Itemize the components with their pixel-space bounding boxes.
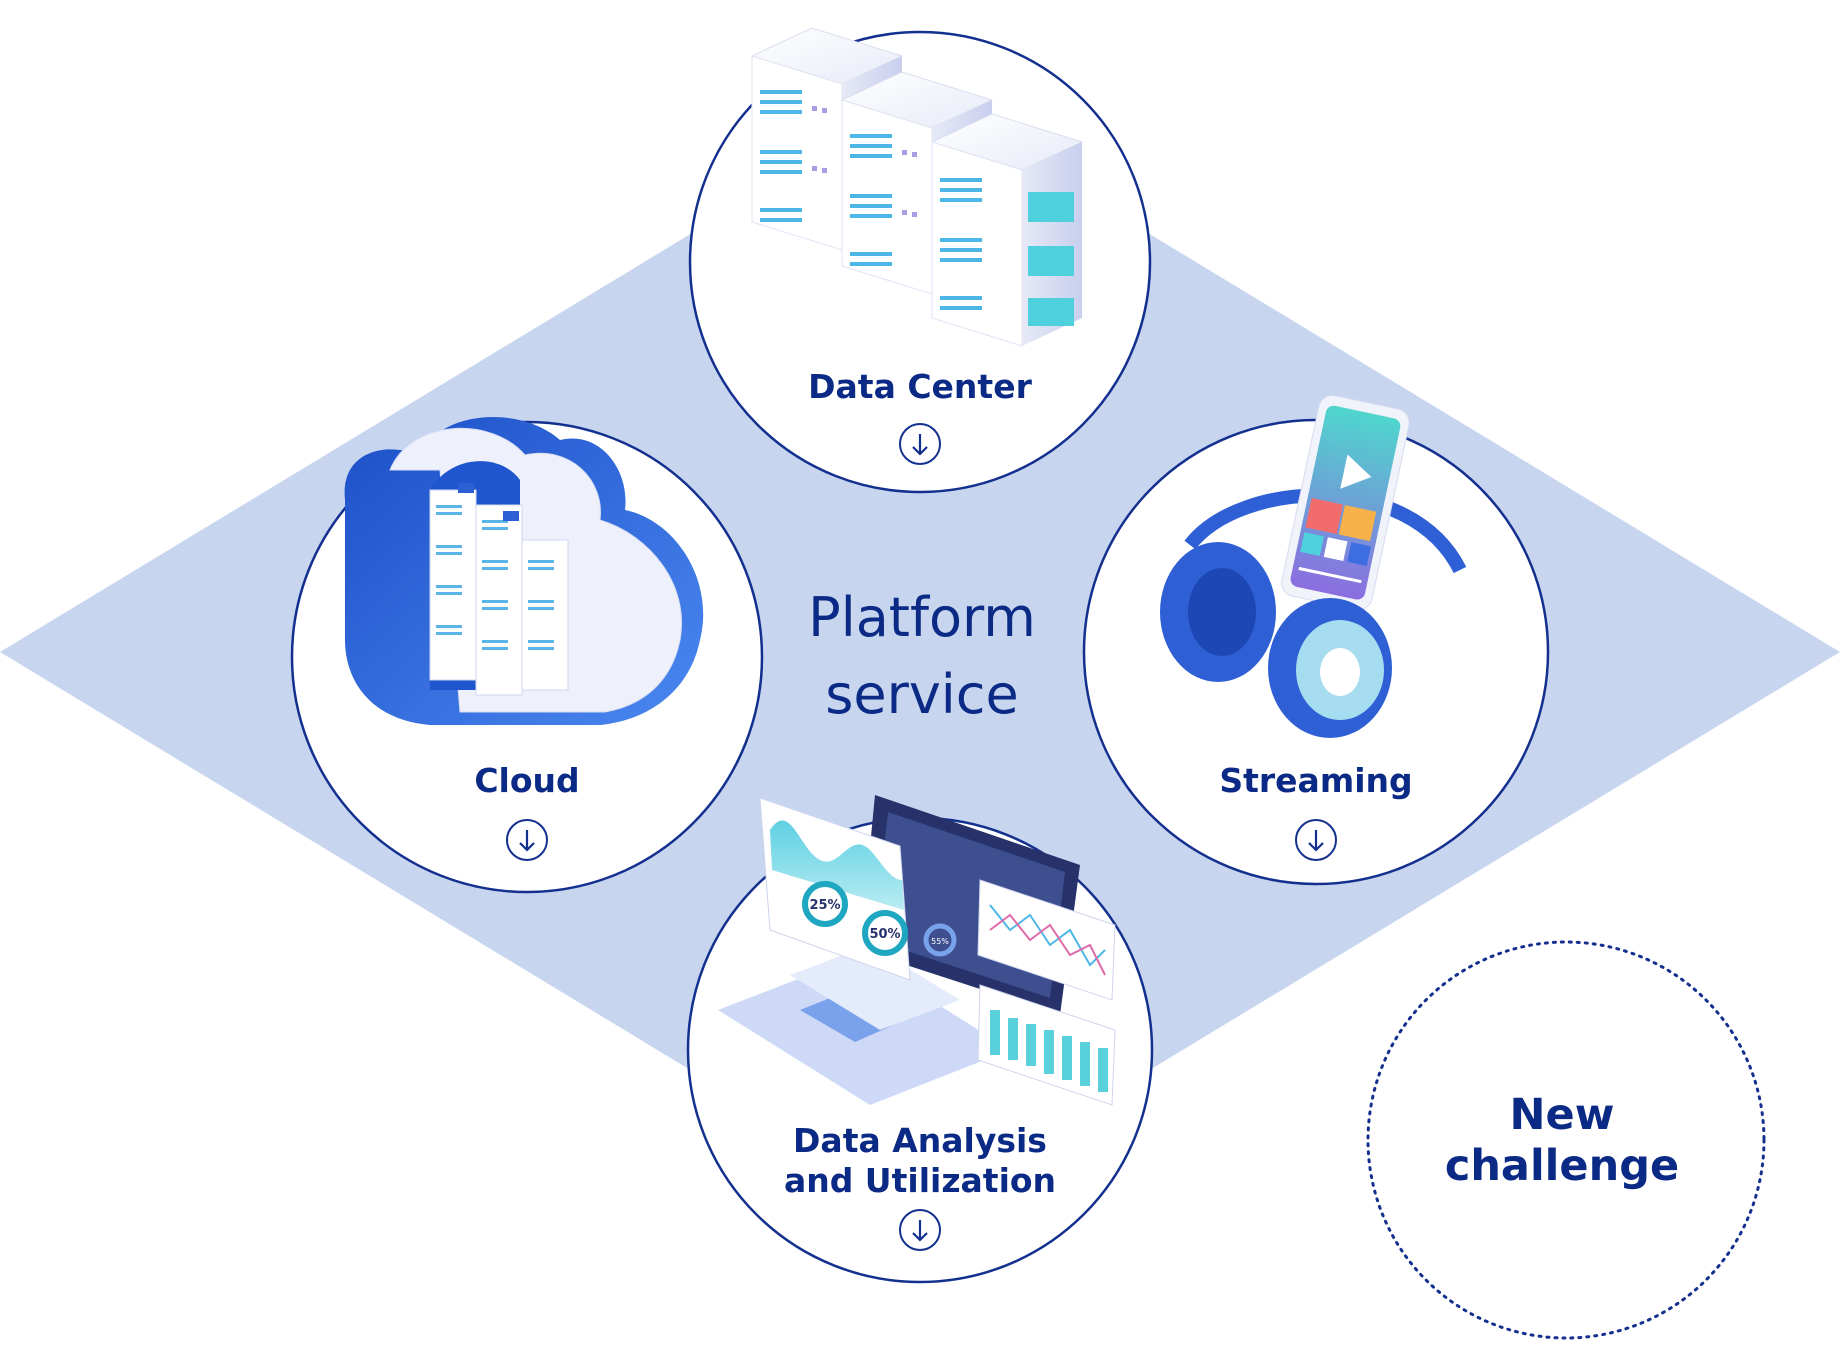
center-title-line2: service bbox=[825, 663, 1018, 726]
new-challenge-line2: challenge bbox=[1445, 1141, 1679, 1191]
analytics-laptop-illustration: 25% 50% 55% bbox=[718, 795, 1116, 1106]
cloud-label: Cloud bbox=[474, 761, 579, 800]
cloud-server-stack bbox=[429, 483, 569, 696]
streaming-arrow-down-icon[interactable] bbox=[1295, 819, 1337, 861]
streaming-node[interactable]: Streaming bbox=[1082, 393, 1550, 886]
data-analysis-node[interactable]: 25% 50% 55% Data Analysis and Utilizatio… bbox=[686, 795, 1154, 1284]
cloud-arrow-down-icon[interactable] bbox=[506, 819, 548, 861]
cloud-server-illustration bbox=[344, 417, 704, 725]
platform-diamond bbox=[0, 95, 1840, 1209]
server-rack-illustration bbox=[750, 27, 1084, 347]
data-center-label: Data Center bbox=[808, 367, 1032, 406]
new-challenge-line1: New bbox=[1510, 1090, 1615, 1140]
headphones-phone-illustration bbox=[1160, 394, 1478, 738]
streaming-label: Streaming bbox=[1219, 761, 1412, 800]
center-title-line1: Platform bbox=[808, 586, 1036, 649]
data-analysis-arrow-down-icon[interactable] bbox=[899, 1209, 941, 1251]
new-challenge-node[interactable]: New challenge bbox=[1366, 940, 1766, 1340]
badge-55: 55% bbox=[931, 937, 949, 946]
badge-50: 50% bbox=[869, 927, 900, 942]
badge-25: 25% bbox=[809, 898, 840, 913]
data-analysis-label-line2: and Utilization bbox=[784, 1161, 1056, 1200]
data-center-node[interactable]: Data Center bbox=[688, 27, 1152, 494]
cloud-node[interactable]: Cloud bbox=[290, 417, 764, 894]
data-analysis-label-line1: Data Analysis bbox=[793, 1121, 1047, 1160]
data-center-arrow-down-icon[interactable] bbox=[899, 423, 941, 465]
